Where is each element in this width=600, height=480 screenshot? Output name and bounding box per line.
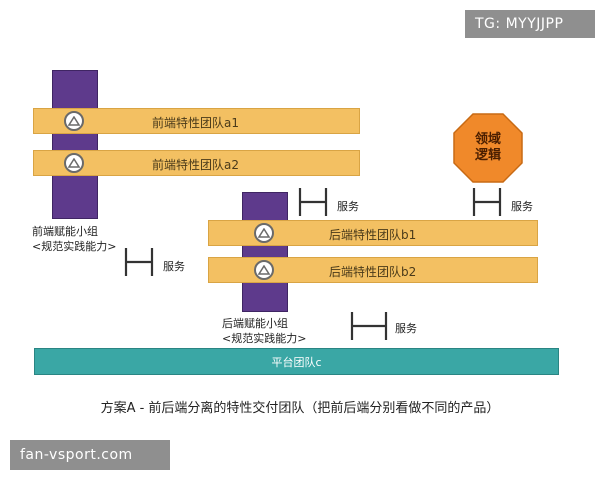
front-group-label: 前端赋能小组 <规范实践能力> xyxy=(32,225,117,253)
platform-team-label: 平台团队c xyxy=(271,355,322,369)
service-label: 服务 xyxy=(163,260,185,273)
service-connector-icon xyxy=(472,188,502,216)
person-pin-icon xyxy=(64,111,84,131)
front-team-a2-bar[interactable]: 前端特性团队a2 xyxy=(33,150,360,176)
front-team-a1-label: 前端特性团队a1 xyxy=(152,116,239,130)
service-connector-icon xyxy=(124,248,154,276)
service-label: 服务 xyxy=(395,322,417,335)
diagram-caption: 方案A - 前后端分离的特性交付团队（把前后端分别看做不同的产品） xyxy=(100,401,500,416)
watermark-bottom: fan-vsport.com xyxy=(10,440,170,470)
person-pin-icon xyxy=(254,223,274,243)
back-team-b2-label: 后端特性团队b2 xyxy=(329,265,417,279)
domain-logic-line2: 逻辑 xyxy=(474,148,501,163)
person-pin-icon xyxy=(254,260,274,280)
person-pin-icon xyxy=(64,153,84,173)
watermark-top: TG: MYYJJPP xyxy=(465,10,595,38)
back-enablement-bar xyxy=(242,192,288,312)
front-team-a1-bar[interactable]: 前端特性团队a1 xyxy=(33,108,360,134)
domain-logic-octagon: 领域 逻辑 xyxy=(452,112,524,184)
service-connector-icon xyxy=(350,312,388,340)
front-team-a2-label: 前端特性团队a2 xyxy=(152,158,239,172)
service-label: 服务 xyxy=(337,200,359,213)
back-team-b1-label: 后端特性团队b1 xyxy=(329,228,417,242)
platform-team-bar[interactable]: 平台团队c xyxy=(34,348,559,375)
service-connector-icon xyxy=(298,188,328,216)
back-group-label: 后端赋能小组 <规范实践能力> xyxy=(222,317,307,345)
front-enablement-bar xyxy=(52,70,98,219)
domain-logic-line1: 领域 xyxy=(474,132,501,147)
service-label: 服务 xyxy=(511,200,533,213)
